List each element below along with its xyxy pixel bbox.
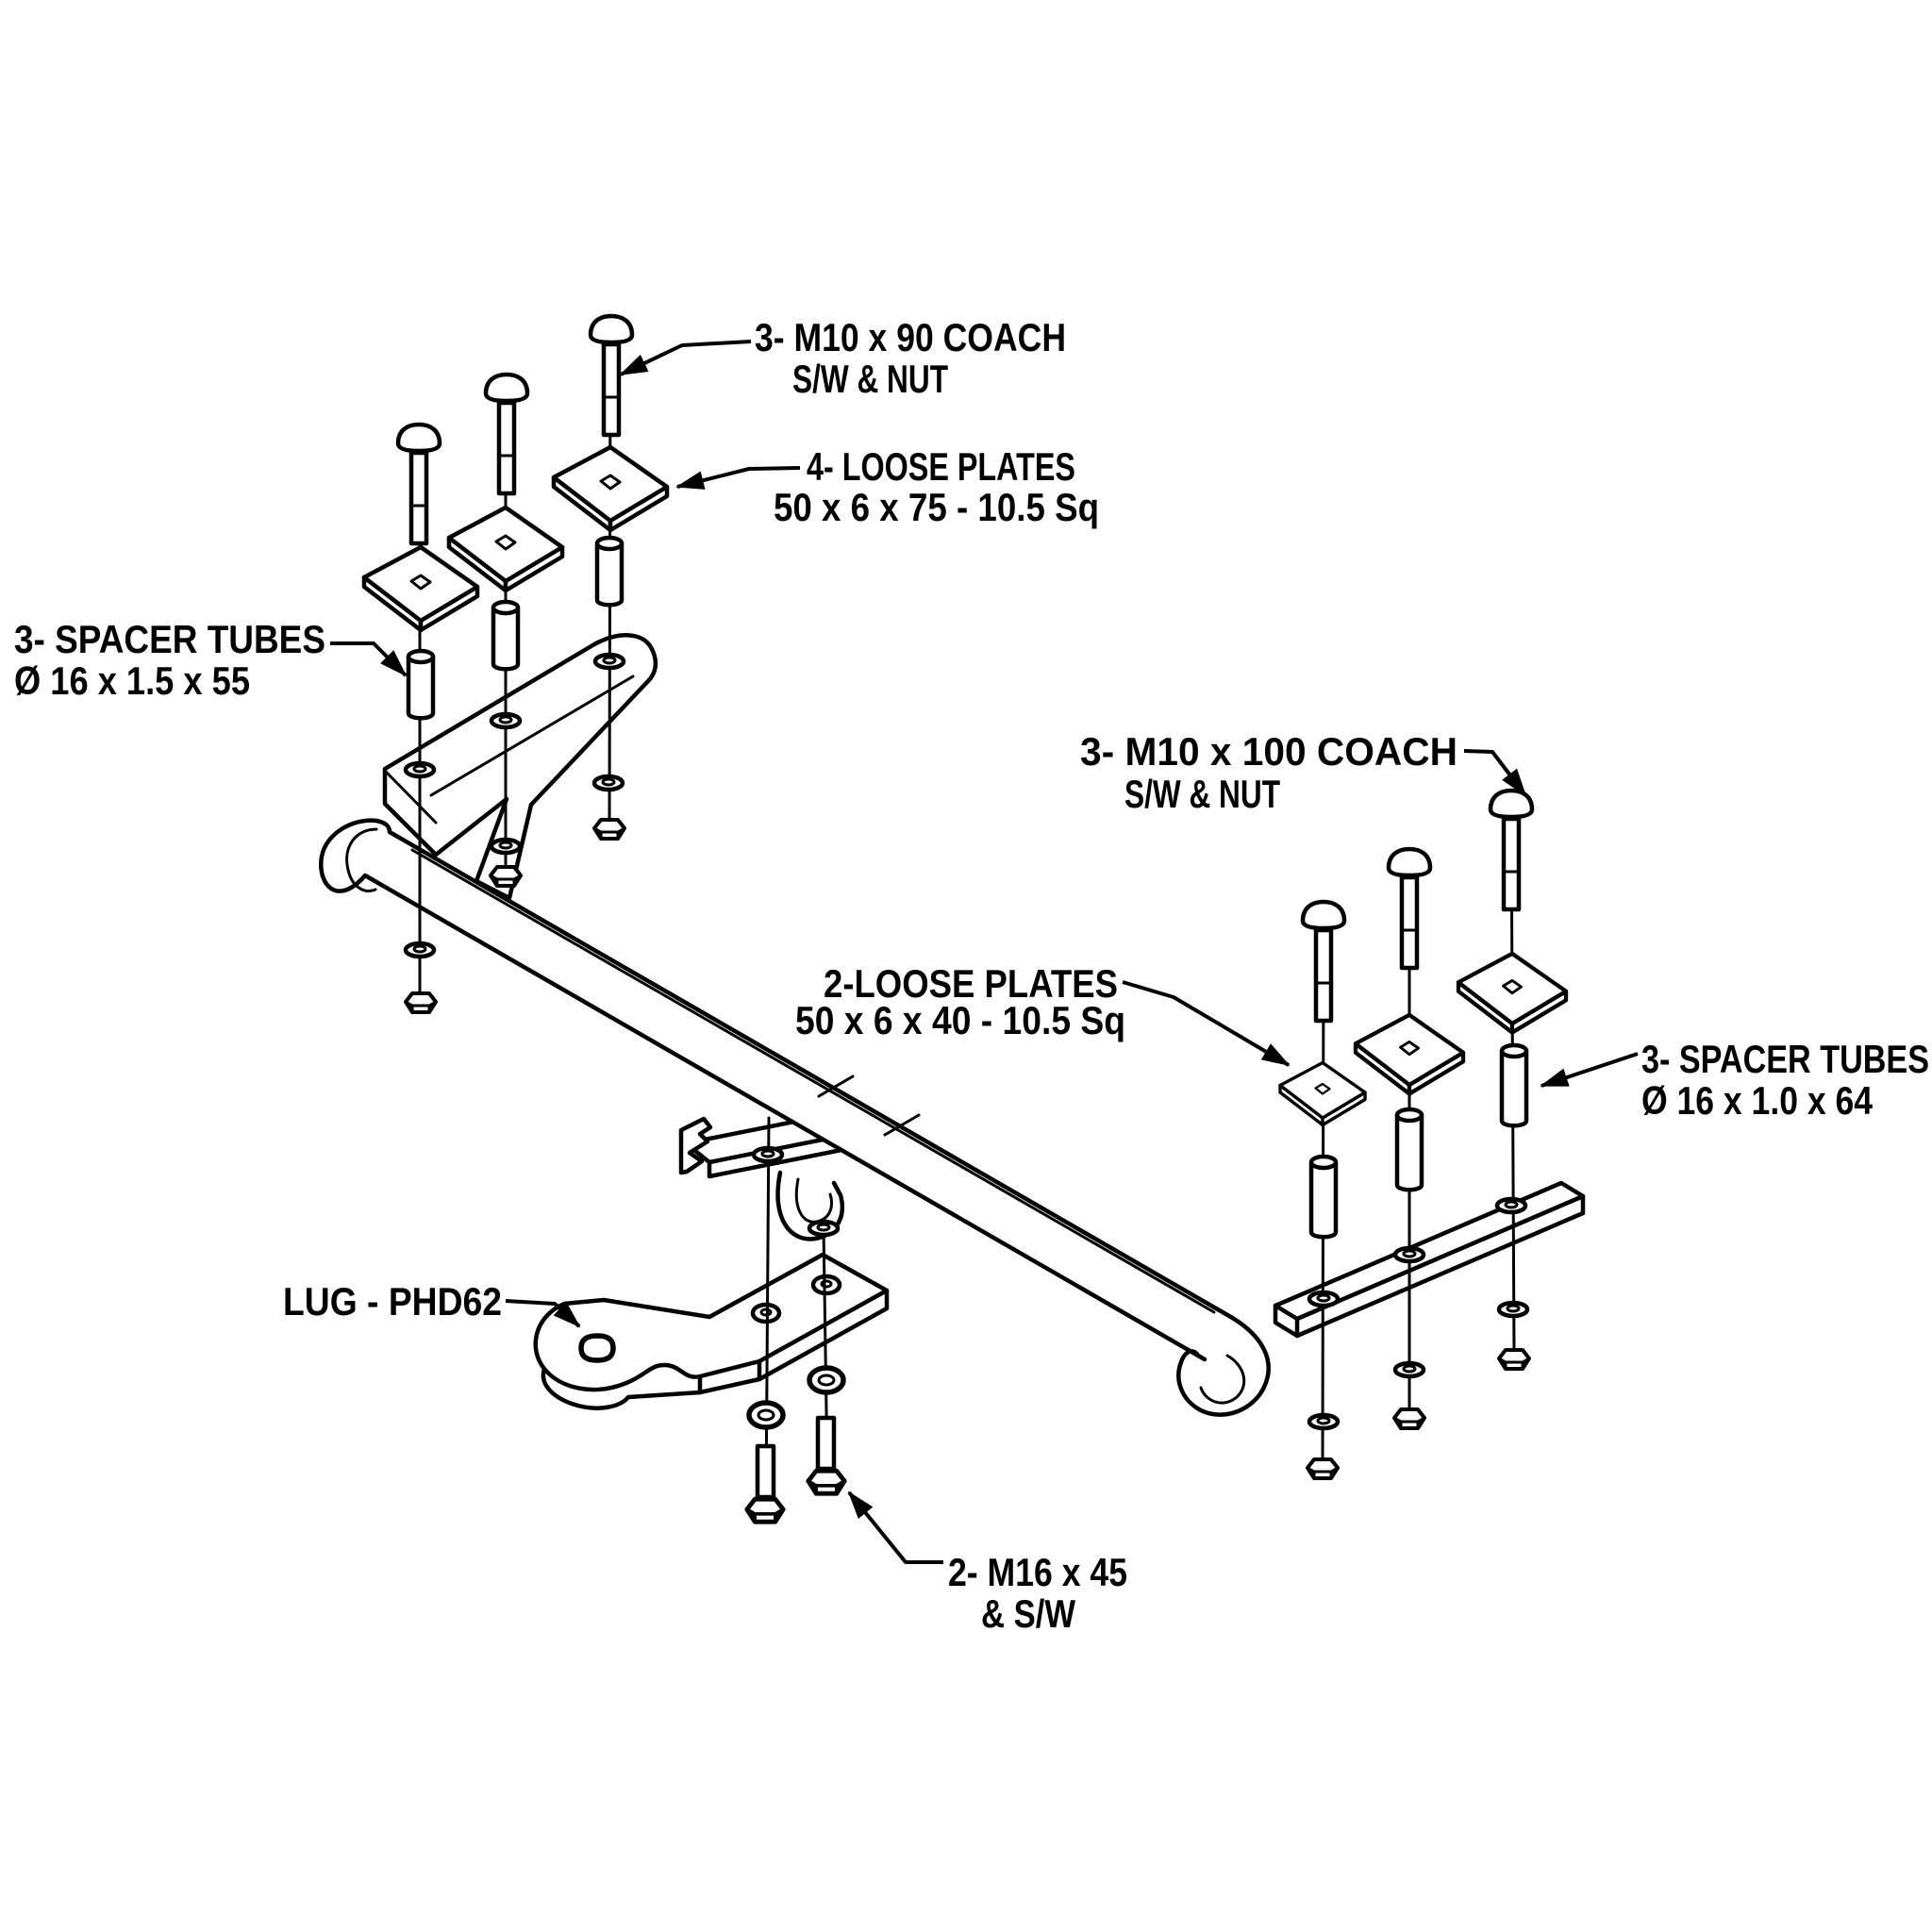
loose-plate bbox=[1458, 954, 1566, 1033]
coach-bolt bbox=[1389, 849, 1430, 968]
label-spacer-tubes-left: 3- SPACER TUBES Ø 16 x 1.5 x 55 bbox=[14, 617, 325, 703]
m16-bolt-left bbox=[747, 1116, 783, 1522]
lug-plate bbox=[533, 1252, 890, 1410]
spacer-tube bbox=[493, 602, 518, 669]
leader-bolts-right bbox=[1463, 749, 1527, 797]
nut bbox=[1497, 1348, 1531, 1371]
label-loose-plates-left-line1: 4- LOOSE PLATES bbox=[807, 444, 1075, 489]
nut bbox=[489, 865, 523, 888]
washer bbox=[406, 943, 434, 957]
washer bbox=[809, 1222, 838, 1235]
nut bbox=[592, 818, 626, 841]
leader-lug bbox=[505, 1299, 581, 1328]
coach-bolt bbox=[1303, 902, 1344, 1021]
washer bbox=[1395, 1248, 1424, 1261]
coach-bolt bbox=[486, 375, 527, 493]
spacer-tube bbox=[1311, 1157, 1336, 1237]
end-curl bbox=[345, 827, 378, 892]
loose-plate bbox=[554, 447, 667, 530]
label-loose-plates-right-line2: 50 x 6 x 40 - 10.5 Sq bbox=[795, 998, 1125, 1042]
bolt-head bbox=[747, 1499, 783, 1522]
bolt-shank bbox=[755, 1443, 776, 1500]
washer bbox=[595, 655, 624, 668]
nut bbox=[1306, 1457, 1340, 1480]
bolt-stack-right-2 bbox=[1356, 849, 1463, 1430]
spacer-tube bbox=[1397, 1109, 1422, 1190]
label-bolts-m16: 2- M16 x 45 & S/W bbox=[948, 1550, 1127, 1636]
label-lug: LUG - PHD62 bbox=[283, 1279, 502, 1324]
label-loose-plates-right: 2-LOOSE PLATES 50 x 6 x 40 - 10.5 Sq bbox=[795, 961, 1125, 1042]
label-bolts-left-line2: S/W & NUT bbox=[792, 357, 948, 401]
loose-plate bbox=[364, 547, 477, 630]
loose-plate bbox=[1278, 1060, 1367, 1127]
bolt-stack-left-3 bbox=[554, 316, 667, 841]
label-spacer-tubes-right-line1: 3- SPACER TUBES bbox=[1641, 1037, 1929, 1081]
washer bbox=[594, 776, 623, 790]
bolt-head bbox=[808, 1471, 844, 1493]
washer bbox=[1309, 1292, 1338, 1306]
label-spacer-tubes-left-line1: 3- SPACER TUBES bbox=[14, 617, 325, 661]
label-bolts-m16-line1: 2- M16 x 45 bbox=[948, 1550, 1127, 1594]
bolt-shank bbox=[815, 1415, 837, 1472]
label-bolts-left: 3- M10 x 90 COACH S/W & NUT bbox=[755, 315, 1066, 401]
washer bbox=[1395, 1363, 1424, 1376]
left-bracket bbox=[382, 633, 658, 901]
washer bbox=[491, 714, 520, 727]
label-loose-plates-right-line1: 2-LOOSE PLATES bbox=[824, 961, 1118, 1006]
bolt-stack-right-1 bbox=[1278, 902, 1367, 1480]
leader-spacer-tubes-right bbox=[1540, 1052, 1639, 1088]
leader-bolts-left bbox=[619, 340, 752, 376]
towball-hole bbox=[578, 1333, 616, 1363]
lug-hole bbox=[810, 1274, 842, 1296]
coach-bolt bbox=[1491, 791, 1532, 909]
label-bolts-m16-line2: & S/W bbox=[981, 1591, 1075, 1636]
leader-bolts-m16 bbox=[847, 1491, 943, 1564]
hook-curl bbox=[1199, 1354, 1246, 1405]
washer bbox=[406, 763, 434, 776]
washer bbox=[1497, 1199, 1525, 1212]
leader-spacer-tubes-left bbox=[330, 641, 408, 677]
washer bbox=[1309, 1415, 1338, 1428]
label-bolts-right-line1: 3- M10 x 100 COACH bbox=[1080, 729, 1457, 774]
label-bolts-right: 3- M10 x 100 COACH S/W & NUT bbox=[1080, 729, 1457, 816]
label-spacer-tubes-right-line2: Ø 16 x 1.0 x 64 bbox=[1641, 1078, 1874, 1123]
washer bbox=[491, 840, 520, 853]
right-bracket-plate bbox=[1273, 1180, 1586, 1339]
spacer-tube bbox=[408, 651, 433, 718]
coach-bolt bbox=[591, 316, 632, 435]
washer bbox=[1499, 1303, 1527, 1316]
label-bolts-left-line1: 3- M10 x 90 COACH bbox=[755, 315, 1066, 359]
spring-washer bbox=[809, 1368, 843, 1392]
label-spacer-tubes-left-line2: Ø 16 x 1.5 x 55 bbox=[14, 658, 250, 703]
bolt-stack-right-3 bbox=[1458, 791, 1566, 1371]
spring-washer bbox=[749, 1403, 783, 1427]
bolt-stack-left-1 bbox=[364, 425, 477, 1014]
label-bolts-right-line2: S/W & NUT bbox=[1124, 772, 1280, 816]
loose-plate bbox=[1356, 1015, 1463, 1094]
nut bbox=[404, 991, 438, 1014]
label-spacer-tubes-right: 3- SPACER TUBES Ø 16 x 1.0 x 64 bbox=[1641, 1037, 1929, 1123]
washer bbox=[754, 1148, 782, 1161]
spacer-tube bbox=[1502, 1045, 1526, 1125]
label-lug-line1: LUG - PHD62 bbox=[283, 1279, 502, 1324]
nut bbox=[1392, 1407, 1426, 1430]
m16-bolt-right bbox=[808, 1222, 844, 1493]
leader-loose-plates-left bbox=[675, 466, 801, 490]
label-loose-plates-left-line2: 50 x 6 x 75 - 10.5 Sq bbox=[774, 485, 1099, 529]
bolt-stack-left-2 bbox=[449, 375, 562, 888]
crossbar bbox=[319, 818, 1271, 1417]
spacer-tube bbox=[597, 538, 622, 605]
leader-loose-plates-right bbox=[1122, 980, 1291, 1067]
coach-bolt bbox=[398, 425, 440, 543]
label-loose-plates-left: 4- LOOSE PLATES 50 x 6 x 75 - 10.5 Sq bbox=[774, 444, 1099, 529]
